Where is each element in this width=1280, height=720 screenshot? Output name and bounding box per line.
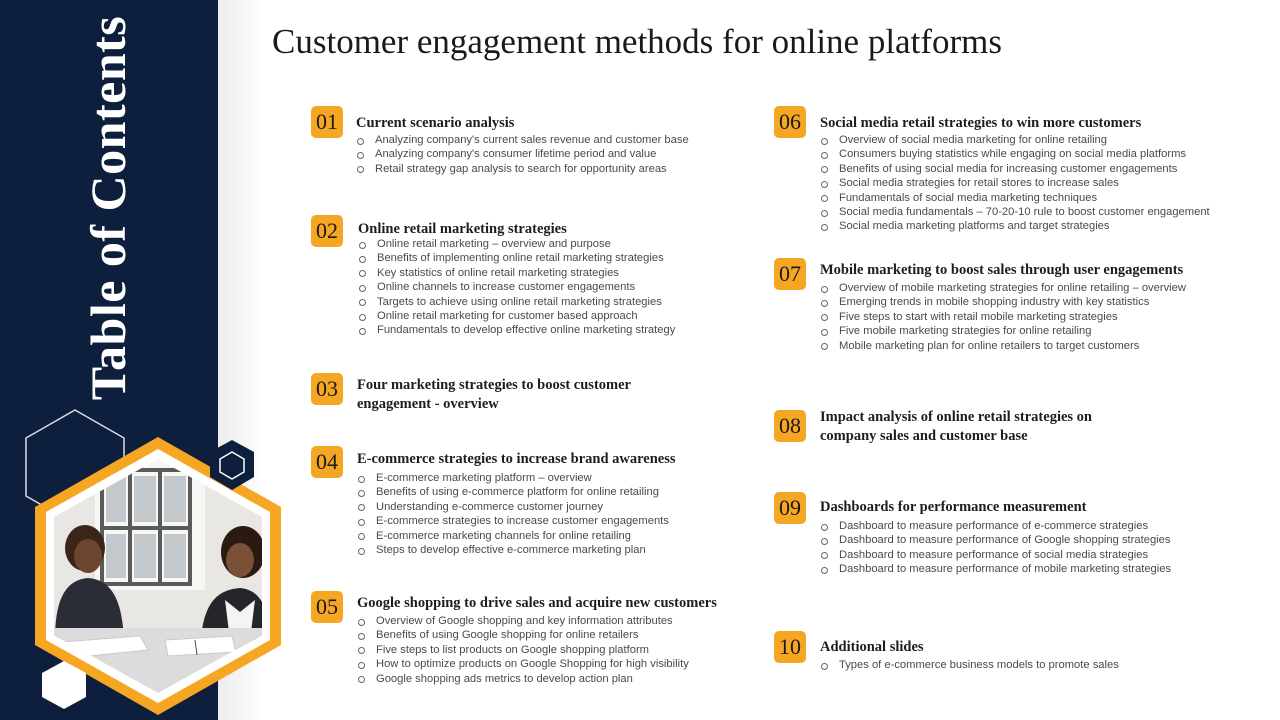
section-item-list: Analyzing company's current sales revenu…: [356, 133, 689, 176]
section-item-list: Types of e-commerce business models to p…: [820, 658, 1119, 672]
section-heading: Social media retail strategies to win mo…: [820, 115, 1142, 131]
list-item: Benefits of using Google shopping for on…: [357, 628, 689, 642]
list-item: Online retail marketing for customer bas…: [358, 309, 675, 323]
section-heading: Online retail marketing strategies: [358, 221, 567, 237]
list-item: Online channels to increase customer eng…: [358, 280, 675, 294]
sidebar-shadow: [218, 0, 264, 720]
section-number-badge: 01: [311, 106, 343, 138]
sidebar-panel: Table of Contents: [0, 0, 218, 720]
section-number-badge: 05: [311, 591, 343, 623]
list-item: Types of e-commerce business models to p…: [820, 658, 1119, 672]
list-item: E-commerce marketing channels for online…: [357, 529, 669, 543]
section-item-list: Overview of social media marketing for o…: [820, 133, 1210, 234]
section-number-badge: 07: [774, 258, 806, 290]
section-heading: E-commerce strategies to increase brand …: [357, 451, 676, 467]
section-number-badge: 04: [311, 446, 343, 478]
list-item: Fundamentals of social media marketing t…: [820, 191, 1210, 205]
list-item: Overview of social media marketing for o…: [820, 133, 1210, 147]
list-item: Benefits of using social media for incre…: [820, 162, 1210, 176]
section-number-badge: 06: [774, 106, 806, 138]
section-item-list: Overview of Google shopping and key info…: [357, 614, 689, 686]
list-item: Analyzing company's current sales revenu…: [356, 133, 689, 147]
list-item: Steps to develop effective e-commerce ma…: [357, 543, 669, 557]
list-item: Dashboard to measure performance of e-co…: [820, 519, 1171, 533]
list-item: How to optimize products on Google Shopp…: [357, 657, 689, 671]
list-item: Five steps to start with retail mobile m…: [820, 310, 1186, 324]
list-item: Social media strategies for retail store…: [820, 176, 1210, 190]
section-number-badge: 03: [311, 373, 343, 405]
section-heading: Google shopping to drive sales and acqui…: [357, 595, 717, 611]
section-item-list: Dashboard to measure performance of e-co…: [820, 519, 1171, 577]
list-item: Benefits of implementing online retail m…: [358, 251, 675, 265]
list-item: Understanding e-commerce customer journe…: [357, 500, 669, 514]
list-item: Consumers buying statistics while engagi…: [820, 147, 1210, 161]
section-heading: Additional slides: [820, 639, 924, 655]
list-item: Dashboard to measure performance of Goog…: [820, 533, 1171, 547]
list-item: Key statistics of online retail marketin…: [358, 266, 675, 280]
list-item: E-commerce strategies to increase custom…: [357, 514, 669, 528]
section-number-badge: 10: [774, 631, 806, 663]
list-item: E-commerce marketing platform – overview: [357, 471, 669, 485]
list-item: Emerging trends in mobile shopping indus…: [820, 295, 1186, 309]
list-item: Dashboard to measure performance of mobi…: [820, 562, 1171, 576]
page-title: Customer engagement methods for online p…: [272, 22, 1002, 61]
list-item: Fundamentals to develop effective online…: [358, 323, 675, 337]
section-item-list: Overview of mobile marketing strategies …: [820, 281, 1186, 353]
list-item: Targets to achieve using online retail m…: [358, 295, 675, 309]
list-item: Mobile marketing plan for online retaile…: [820, 339, 1186, 353]
list-item: Overview of Google shopping and key info…: [357, 614, 689, 628]
sidebar-title: Table of Contents: [80, 15, 136, 401]
list-item: Overview of mobile marketing strategies …: [820, 281, 1186, 295]
list-item: Online retail marketing – overview and p…: [358, 237, 675, 251]
list-item: Social media fundamentals – 70-20-10 rul…: [820, 205, 1210, 219]
list-item: Five steps to list products on Google sh…: [357, 643, 689, 657]
list-item: Retail strategy gap analysis to search f…: [356, 162, 689, 176]
section-item-list: Online retail marketing – overview and p…: [358, 237, 675, 338]
section-number-badge: 09: [774, 492, 806, 524]
section-number-badge: 02: [311, 215, 343, 247]
section-heading: Four marketing strategies to boost custo…: [357, 377, 631, 412]
section-number-badge: 08: [774, 410, 806, 442]
section-item-list: E-commerce marketing platform – overview…: [357, 471, 669, 557]
list-item: Benefits of using e-commerce platform fo…: [357, 485, 669, 499]
list-item: Social media marketing platforms and tar…: [820, 219, 1210, 233]
list-item: Analyzing company's consumer lifetime pe…: [356, 147, 689, 161]
section-heading: Impact analysis of online retail strateg…: [820, 409, 1092, 444]
list-item: Five mobile marketing strategies for onl…: [820, 324, 1186, 338]
section-heading: Mobile marketing to boost sales through …: [820, 262, 1184, 278]
section-heading: Dashboards for performance measurement: [820, 499, 1087, 515]
section-heading: Current scenario analysis: [356, 115, 515, 131]
list-item: Google shopping ads metrics to develop a…: [357, 672, 689, 686]
list-item: Dashboard to measure performance of soci…: [820, 548, 1171, 562]
